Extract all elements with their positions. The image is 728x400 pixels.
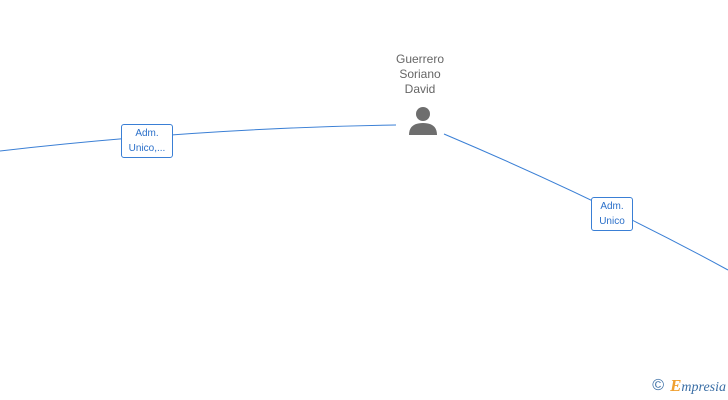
person-name-line-2: Soriano bbox=[399, 67, 441, 81]
person-silhouette-icon[interactable] bbox=[406, 106, 440, 136]
person-name-line-3: David bbox=[404, 82, 436, 96]
relation-label-line-1: Adm. bbox=[600, 201, 624, 212]
watermark: © Empresia bbox=[652, 376, 726, 396]
brand-initial: E bbox=[670, 376, 682, 395]
copyright-icon: © bbox=[652, 377, 665, 394]
relation-label-line-1: Adm. bbox=[135, 128, 159, 139]
brand-rest: mpresia bbox=[681, 380, 726, 395]
edge-left bbox=[0, 124, 397, 152]
relation-label-line-2: Unico,... bbox=[128, 143, 166, 154]
relation-label-right[interactable]: Adm. Unico bbox=[591, 197, 633, 231]
person-name-line-1: Guerrero bbox=[395, 52, 445, 66]
relation-label-line-2: Unico bbox=[599, 216, 625, 227]
brand-logo: Empresia bbox=[670, 376, 726, 396]
relation-label-left[interactable]: Adm. Unico,... bbox=[121, 124, 173, 158]
edge-right bbox=[443, 133, 728, 271]
person-name[interactable]: Guerrero Soriano David bbox=[380, 52, 460, 97]
